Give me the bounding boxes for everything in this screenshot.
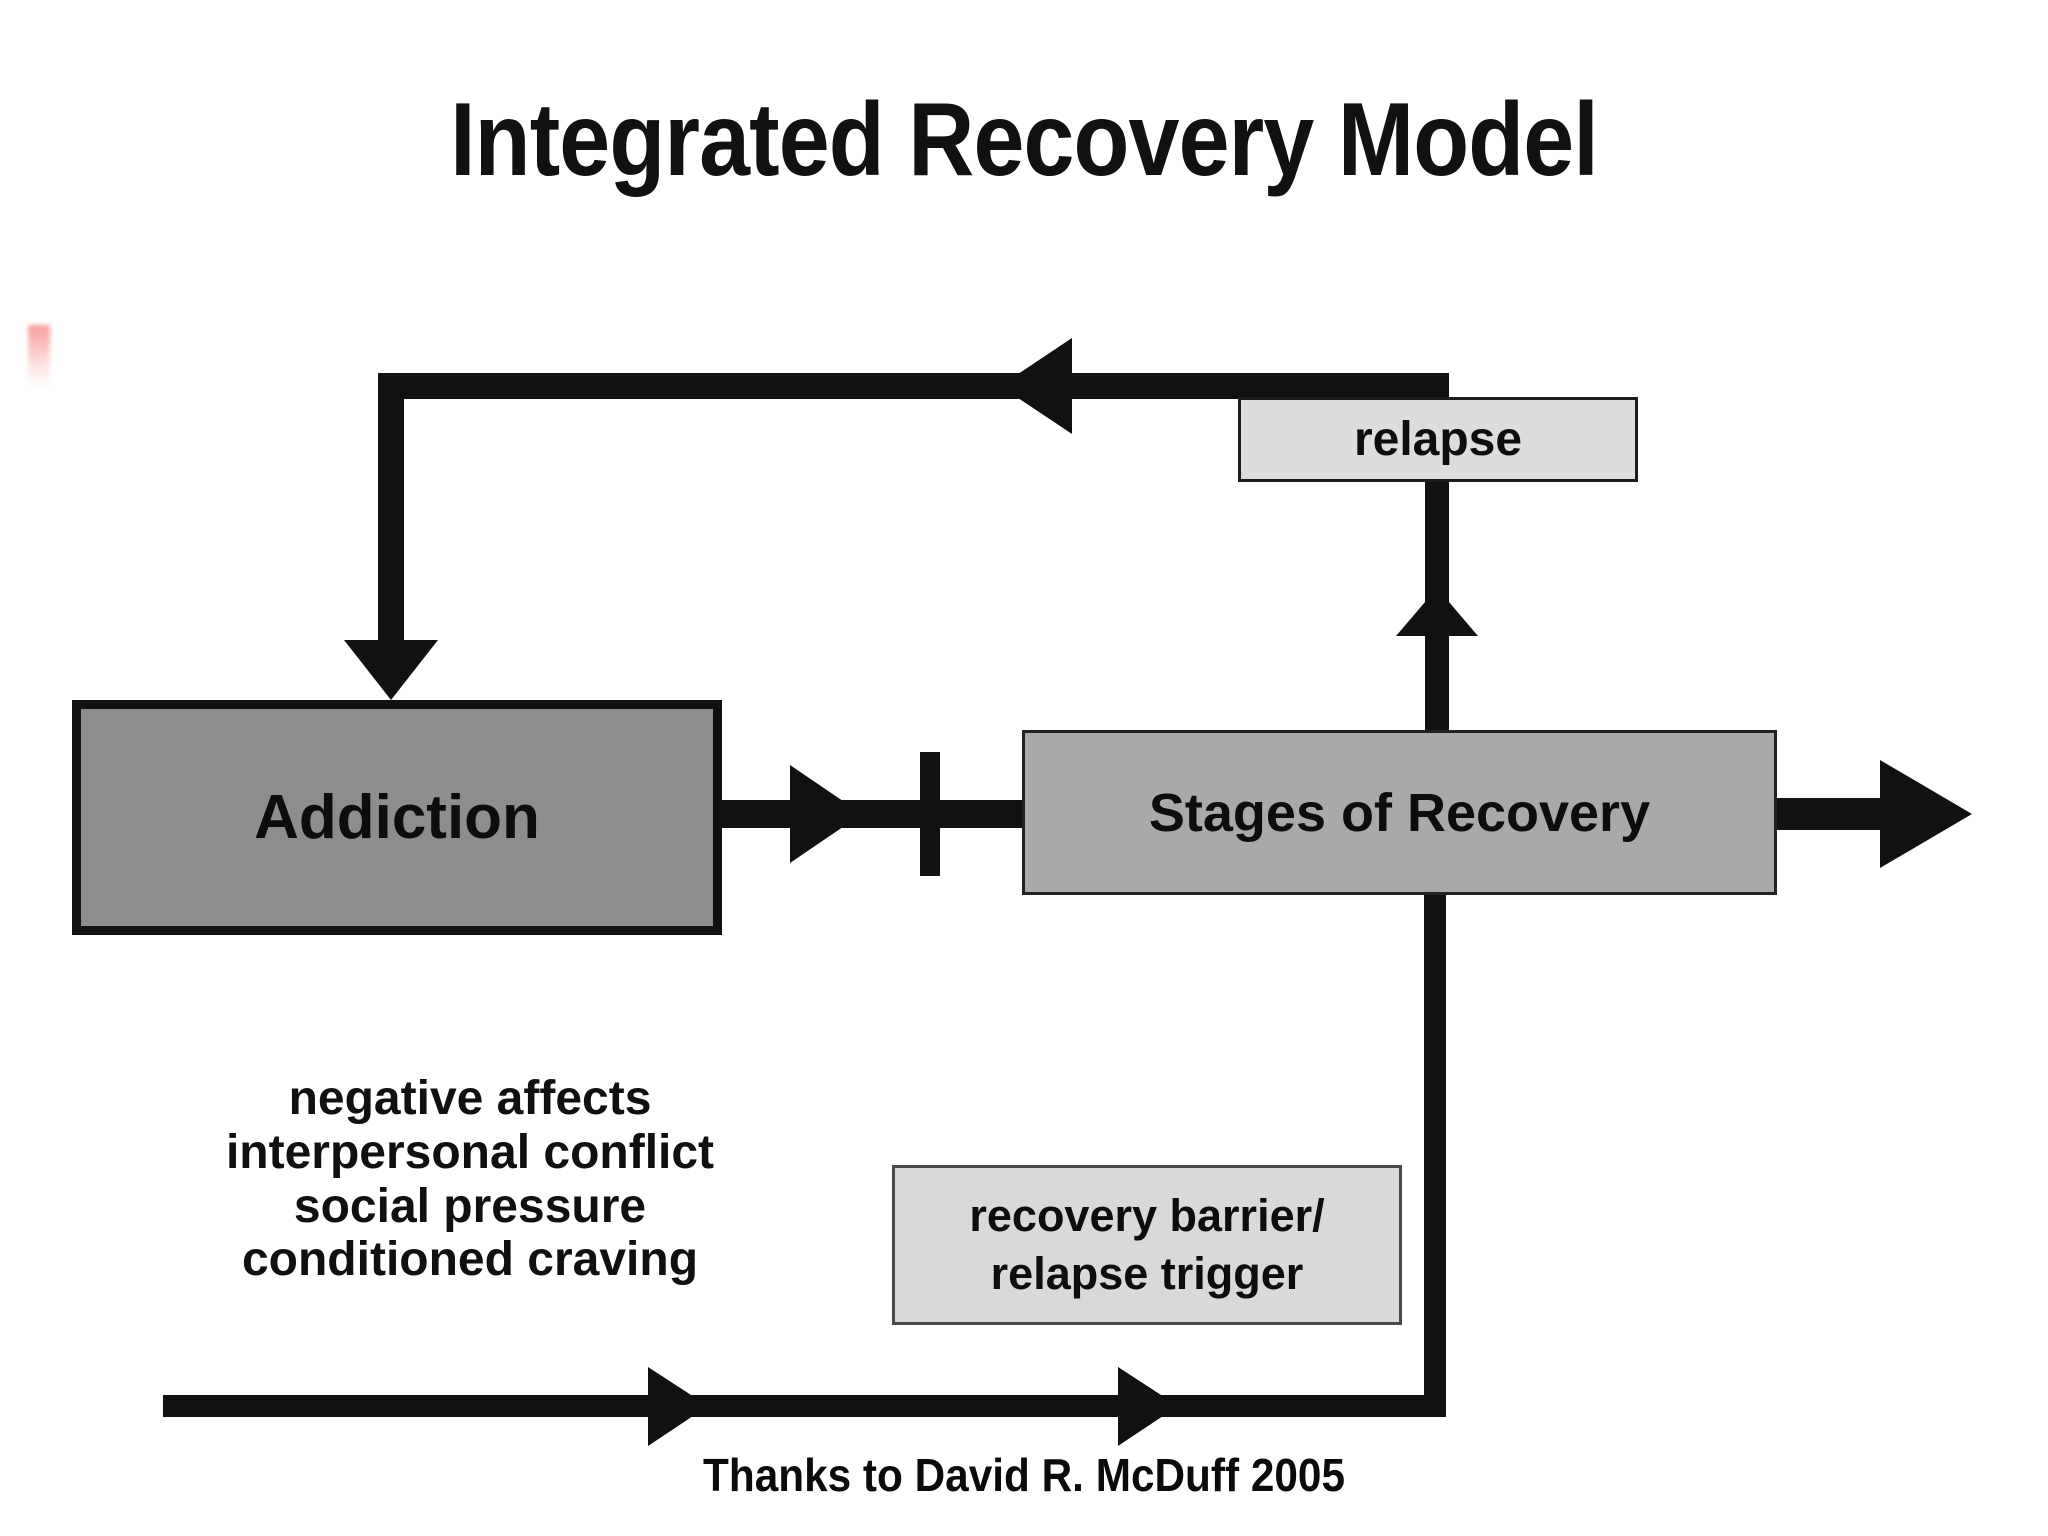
scan-artifact [28,325,50,387]
stages-to-relapse-arrow [1396,373,1478,733]
node-barrier-label-line1: recovery barrier/ [969,1190,1325,1242]
page-title: Integrated Recovery Model [450,82,1599,198]
node-relapse[interactable]: relapse [1238,397,1638,482]
credit-line: Thanks to David R. McDuff 2005 [702,1449,1345,1501]
node-stages-of-recovery[interactable]: Stages of Recovery [1022,730,1777,895]
node-barrier-label-line2: relapse trigger [990,1248,1304,1299]
stages-exit-arrow [1777,760,1972,868]
node-stages-label: Stages of Recovery [1148,782,1651,843]
trigger-item: conditioned craving [241,1233,699,1287]
feedback-loop-top-arrow [344,338,1438,700]
bottom-trigger-path [163,895,1446,1446]
node-recovery-barrier[interactable]: recovery barrier/ relapse trigger [892,1165,1402,1325]
trigger-item: interpersonal conflict [225,1125,715,1179]
trigger-item: negative affects [288,1072,652,1125]
trigger-item: social pressure [293,1179,647,1233]
node-addiction-label: Addiction [254,783,540,852]
node-addiction[interactable]: Addiction [72,700,722,935]
node-relapse-label: relapse [1353,413,1523,466]
addiction-to-stages-arrow [722,752,1024,876]
trigger-list: negative affects interpersonal conflict … [120,1072,820,1287]
